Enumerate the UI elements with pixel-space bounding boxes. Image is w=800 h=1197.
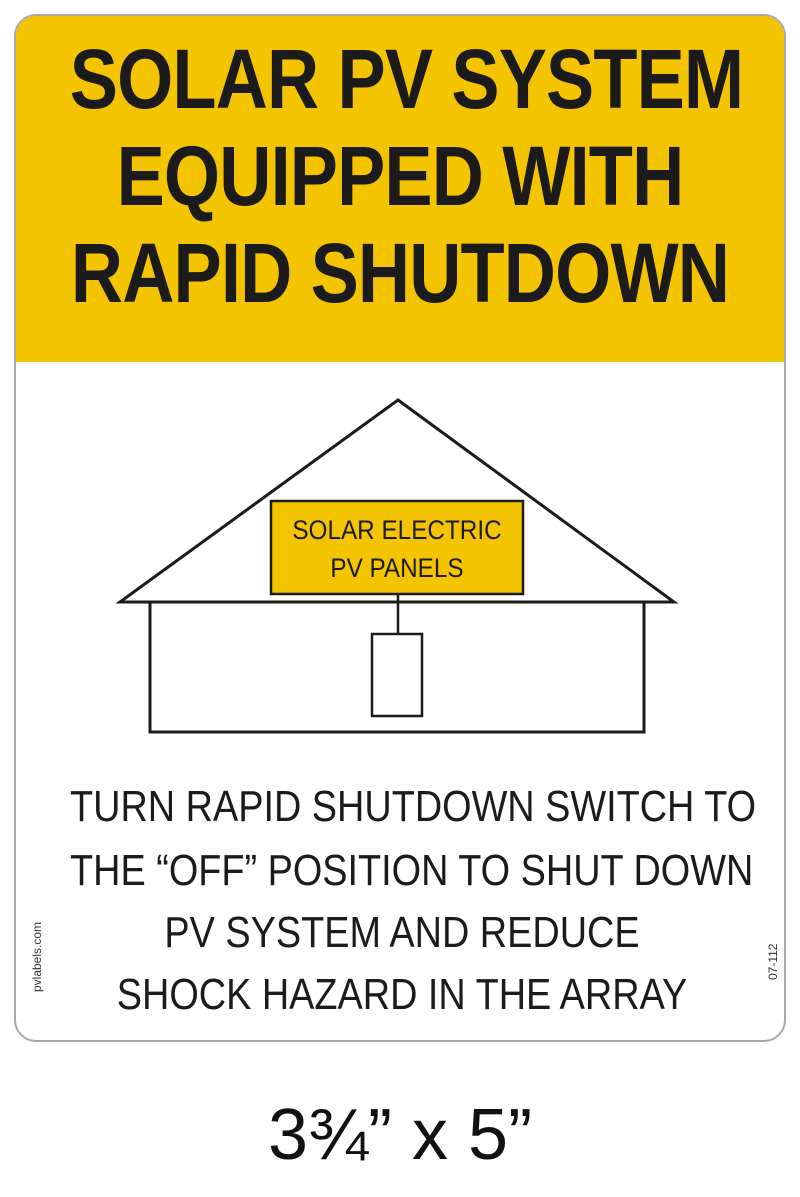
instruction-line-2: THE “OFF” POSITION TO SHUT DOWN bbox=[70, 846, 754, 895]
shutdown-switch-box bbox=[370, 632, 424, 718]
instruction-line-4: SHOCK HAZARD IN THE ARRAY bbox=[116, 970, 688, 1019]
website-text: pvlabels.com bbox=[30, 921, 44, 992]
instruction-line-1: TURN RAPID SHUTDOWN SWITCH TO bbox=[70, 782, 757, 831]
panel-label-line-1: SOLAR ELECTRIC bbox=[292, 515, 502, 545]
safety-label: SOLAR PV SYSTEM EQUIPPED WITH RAPID SHUT… bbox=[14, 14, 786, 1042]
label-header: SOLAR PV SYSTEM EQUIPPED WITH RAPID SHUT… bbox=[16, 16, 784, 362]
header-line-1: SOLAR PV SYSTEM bbox=[69, 32, 744, 126]
panel-label-line-2: PV PANELS bbox=[330, 553, 464, 583]
header-line-2: EQUIPPED WITH bbox=[116, 129, 685, 223]
part-number-text: 07-112 bbox=[766, 943, 780, 980]
size-caption: 3¾” x 5” bbox=[267, 1095, 533, 1175]
instruction-line-3: PV SYSTEM AND REDUCE bbox=[164, 908, 640, 957]
panel-label-box bbox=[269, 499, 525, 596]
header-line-3: RAPID SHUTDOWN bbox=[70, 226, 730, 320]
house-diagram bbox=[115, 398, 679, 734]
